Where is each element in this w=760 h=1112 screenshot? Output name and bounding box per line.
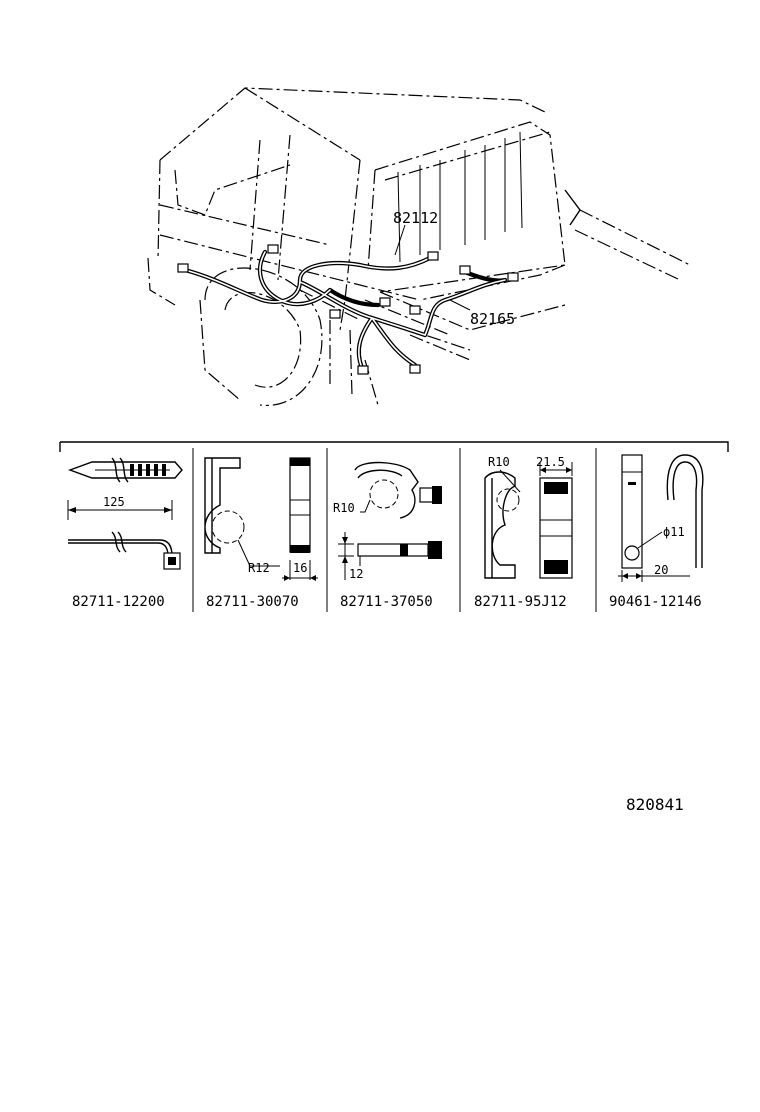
parts-table xyxy=(59,441,729,612)
clip-drawing xyxy=(338,461,442,580)
clip-drawing xyxy=(618,454,704,582)
cable-tie-drawing xyxy=(67,457,183,570)
part-82711-37050: R10 12 82711-37050 xyxy=(333,461,442,610)
part-82711-12200: 125 82711-12200 xyxy=(67,457,183,610)
part-number: 82711-30070 xyxy=(206,594,299,610)
dimension-radius: R10 xyxy=(488,455,510,469)
dimension-radius: R12 xyxy=(248,561,270,575)
wiring-harness xyxy=(177,224,519,375)
part-number: 82711-12200 xyxy=(72,594,165,610)
dimension-radius: R10 xyxy=(333,501,355,515)
part-number: 82711-95J12 xyxy=(474,594,567,610)
dimension-width: 16 xyxy=(293,561,307,575)
part-82711-95J12: R10 21.5 82711-95J12 xyxy=(474,455,573,610)
dimension-hole-diameter: ϕ11 xyxy=(663,525,685,539)
dimension-height: 12 xyxy=(349,567,363,581)
diagram-id: 820841 xyxy=(626,795,684,814)
part-number: 90461-12146 xyxy=(609,594,702,610)
vehicle-illustration xyxy=(147,87,691,406)
part-number: 82711-37050 xyxy=(340,594,433,610)
callout-82165: 82165 xyxy=(470,310,515,328)
clamp-drawing xyxy=(484,462,573,579)
clamp-drawing xyxy=(204,457,318,581)
dimension-width: 21.5 xyxy=(536,455,565,469)
dimension-length: 125 xyxy=(103,495,125,509)
part-90461-12146: ϕ11 20 90461-12146 xyxy=(609,454,704,610)
dimension-length: 20 xyxy=(654,563,668,577)
callout-82112: 82112 xyxy=(393,209,438,227)
part-82711-30070: R12 16 82711-30070 xyxy=(204,457,318,610)
